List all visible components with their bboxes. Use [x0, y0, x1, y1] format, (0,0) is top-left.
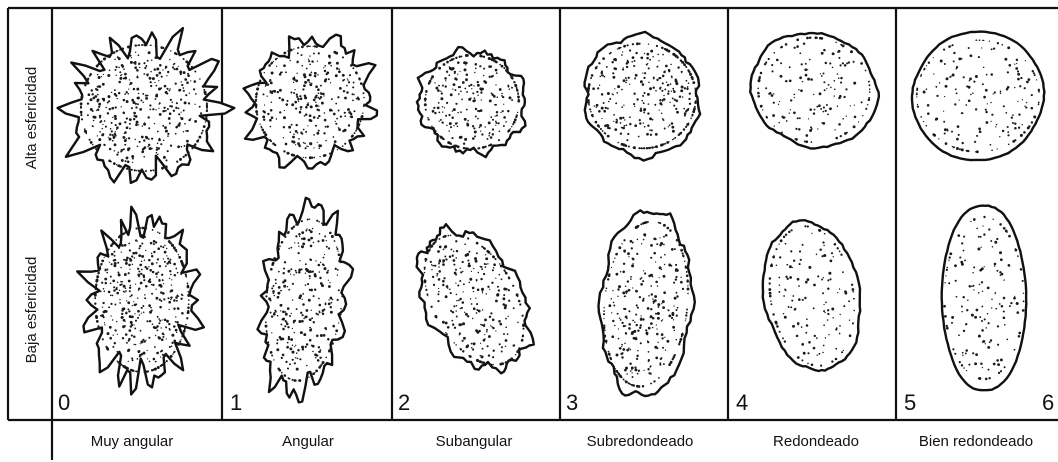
grain-angular-high	[244, 35, 377, 169]
column-number-2: 2	[398, 390, 410, 415]
grain-subangular-high	[417, 47, 526, 157]
column-number-0: 0	[58, 390, 70, 415]
category-label-rounded: Redondeado	[773, 433, 859, 450]
category-label-very-angular: Muy angular	[91, 433, 174, 450]
column-number-1: 1	[230, 390, 242, 415]
grain-rounded-low	[763, 220, 860, 371]
column-number-6: 6	[1042, 390, 1054, 415]
category-label-subrounded: Subredondeado	[587, 433, 694, 450]
category-label-well-rounded: Bien redondeado	[919, 433, 1033, 450]
grain-subangular-low	[417, 224, 534, 373]
column-number-3: 3	[566, 390, 578, 415]
row-label-high-sphericity: Alta esfericidad	[23, 67, 40, 170]
grain-well-rounded-high	[912, 32, 1044, 161]
grain-very-angular-low	[77, 207, 204, 395]
grain-subrounded-low	[599, 210, 695, 396]
grain-rounded-high	[750, 33, 879, 148]
row-label-low-sphericity: Baja esfericidad	[23, 257, 40, 364]
column-number-5: 5	[904, 390, 916, 415]
category-label-subangular: Subangular	[436, 433, 513, 450]
category-label-angular: Angular	[282, 433, 334, 450]
column-number-4: 4	[736, 390, 748, 415]
